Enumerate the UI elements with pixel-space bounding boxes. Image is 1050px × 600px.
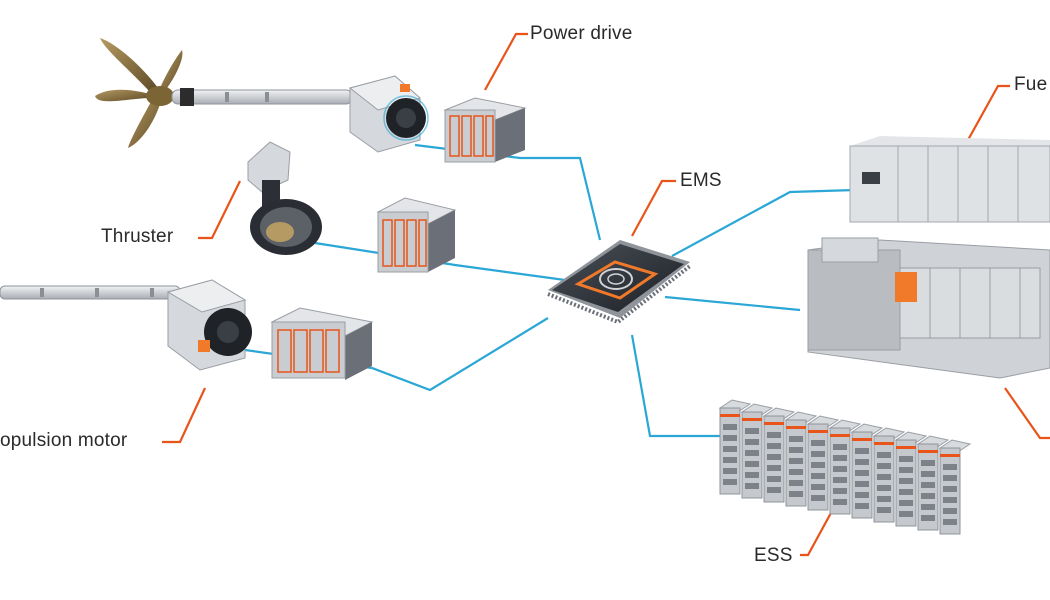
power-drive-icon [376, 197, 457, 273]
power-drive-icon [443, 97, 527, 163]
engine-icon [807, 237, 1050, 379]
leader-ess [800, 499, 839, 557]
label-ems: EMS [680, 170, 722, 191]
power-drive-icon [270, 307, 374, 380]
label-thruster: Thruster [101, 226, 174, 247]
motor-icon [0, 279, 252, 371]
line-thruster-to-ems [314, 241, 566, 282]
leader-fuel [967, 84, 1010, 141]
propeller-icon [95, 38, 353, 148]
line-fuel-to-ems [671, 188, 856, 257]
leader-ems [631, 179, 676, 237]
thruster-icon [247, 141, 322, 255]
battery-pack-icon [718, 399, 972, 535]
line-engine-to-ems [664, 295, 801, 312]
leader-power-drive [484, 32, 528, 91]
ems-chip-icon [547, 240, 692, 325]
fuel-cell-icon [849, 136, 1050, 223]
leader-thruster [198, 180, 241, 240]
leader-propulsion [162, 387, 206, 444]
motor-icon [348, 75, 429, 153]
leader-lines [162, 32, 1050, 557]
label-propulsion-motor: opulsion motor [0, 430, 128, 451]
label-ess: ESS [754, 545, 793, 566]
leader-engine [1004, 387, 1050, 440]
label-fuel: Fue [1014, 74, 1048, 95]
line-ess-to-ems [630, 334, 728, 438]
label-power-drive: Power drive [530, 23, 633, 44]
